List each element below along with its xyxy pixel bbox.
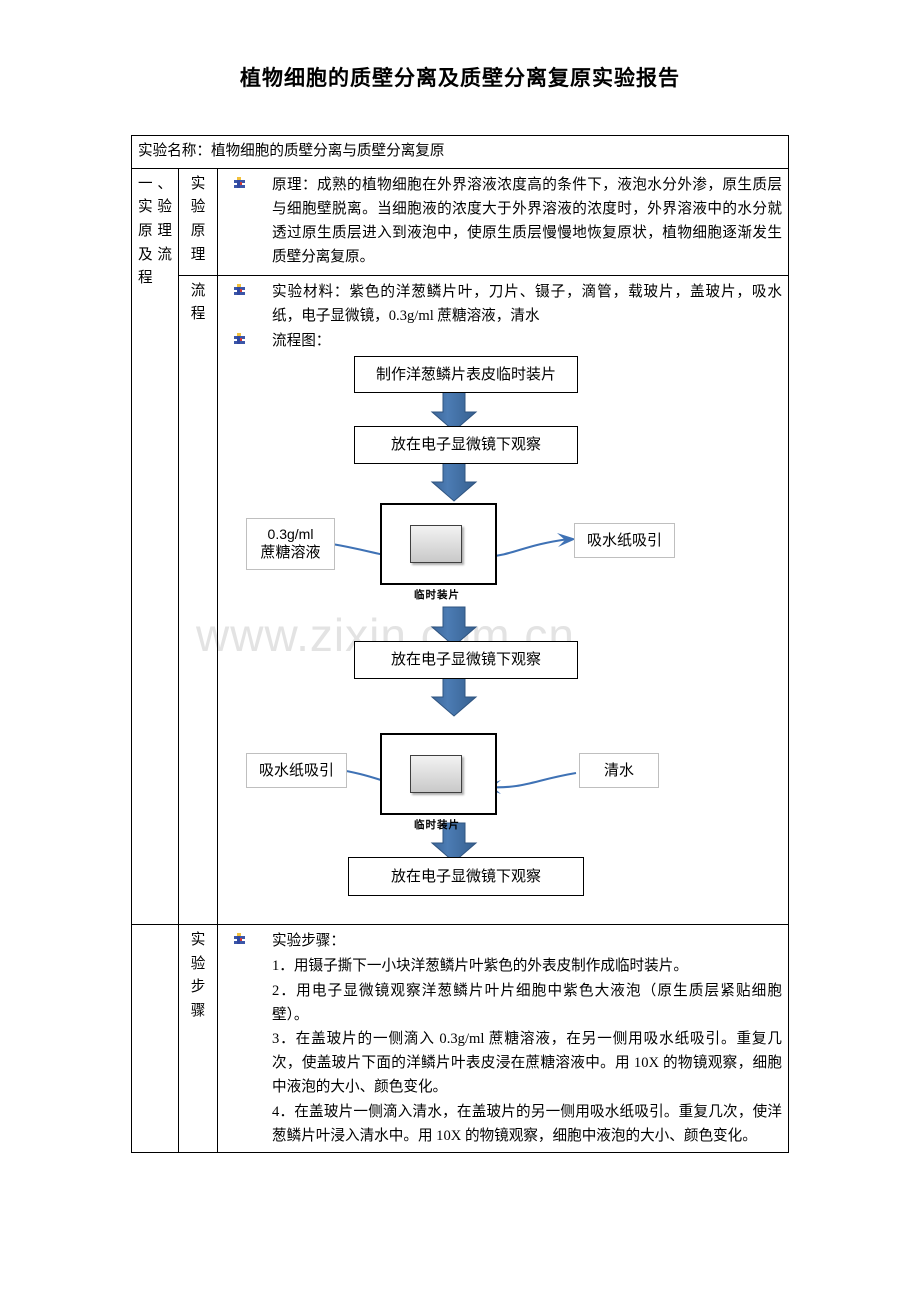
flowchart-bullet-row: 流程图： xyxy=(224,329,782,353)
materials-bullet-row: 实验材料：紫色的洋葱鳞片叶，刀片、镊子，滴管，载玻片，盖玻片，吸水纸，电子显微镜… xyxy=(224,280,782,328)
step-item: 2．用电子显微镜观察洋葱鳞片叶片细胞中紫色大液泡（原生质层紧贴细胞壁）。 xyxy=(272,982,782,1023)
bullet-marker-icon xyxy=(234,283,245,296)
flow-content-cell: 实验材料：紫色的洋葱鳞片叶，刀片、镊子，滴管，载玻片，盖玻片，吸水纸，电子显微镜… xyxy=(217,274,789,926)
flow-node-make-slide: 制作洋葱鳞片表皮临时装片 xyxy=(354,356,578,394)
slide-caption-2: 临时装片 xyxy=(414,820,460,832)
principle-text: 原理：成熟的植物细胞在外界溶液浓度高的条件下，液泡水分外渗，原生质层与细胞壁脱离… xyxy=(272,176,782,266)
sucrose-name: 蔗糖溶液 xyxy=(260,545,321,562)
bullet-marker-icon xyxy=(234,933,245,945)
down-arrow-4 xyxy=(430,676,478,717)
flowchart-label: 流程图： xyxy=(272,332,331,349)
table-row-experiment-name: 实验名称：植物细胞的质壁分离与质壁分离复原 xyxy=(131,135,789,169)
experiment-name-cell: 实验名称：植物细胞的质壁分离与质壁分离复原 xyxy=(131,135,789,169)
flowchart-diagram: 制作洋葱鳞片表皮临时装片 放在电子显微镜下观察 临时装片 0.3g/ml 蔗糖溶… xyxy=(224,355,782,920)
subsection-flow-label: 流程 xyxy=(178,274,218,926)
slide-caption-1: 临时装片 xyxy=(414,590,460,602)
steps-heading: 实验步骤： xyxy=(272,933,345,950)
flow-node-observe-1: 放在电子显微镜下观察 xyxy=(354,426,578,465)
absorb-paper-box-right: 吸水纸吸引 xyxy=(574,523,675,559)
sucrose-concentration: 0.3g/ml xyxy=(267,525,314,542)
subsection-principle-label: 实验原理 xyxy=(178,167,218,276)
subsection-steps-label: 实验步骤 xyxy=(178,924,218,1154)
down-arrow-2 xyxy=(430,461,478,502)
principle-bullet-row: 原理：成熟的植物细胞在外界溶液浓度高的条件下，液泡水分外渗，原生质层与细胞壁脱离… xyxy=(224,173,782,270)
report-table: 实验名称：植物细胞的质壁分离与质壁分离复原 一、实验原理及流程 实验原理 原理：… xyxy=(131,135,789,1154)
steps-bullet-row: 实验步骤： xyxy=(224,929,782,953)
principle-content-cell: 原理：成熟的植物细胞在外界溶液浓度高的条件下，液泡水分外渗，原生质层与细胞壁脱离… xyxy=(217,167,789,276)
coverslip-2 xyxy=(410,755,462,794)
step-item: 3．在盖玻片的一侧滴入 0.3g/ml 蔗糖溶液，在另一侧用吸水纸吸引。重复几次… xyxy=(272,1031,782,1096)
coverslip-1 xyxy=(410,525,462,564)
materials-text: 实验材料：紫色的洋葱鳞片叶，刀片、镊子，滴管，载玻片，盖玻片，吸水纸，电子显微镜… xyxy=(272,283,782,324)
step-item: 1．用镊子撕下一小块洋葱鳞片叶紫色的外表皮制作成临时装片。 xyxy=(272,958,688,975)
absorb-paper-box-left: 吸水纸吸引 xyxy=(246,753,347,789)
page-title: 植物细胞的质壁分离及质壁分离复原实验报告 xyxy=(240,66,680,90)
step-item: 4．在盖玻片一侧滴入清水，在盖玻片的另一侧用吸水纸吸引。重复几次，使洋葱鳞片叶浸… xyxy=(272,1103,782,1144)
table-row-principle: 一、实验原理及流程 实验原理 原理：成熟的植物细胞在外界溶液浓度高的条件下，液泡… xyxy=(131,167,789,926)
sucrose-solution-box: 0.3g/ml 蔗糖溶液 xyxy=(246,518,335,571)
down-arrow-1 xyxy=(430,391,478,432)
flow-node-observe-3: 放在电子显微镜下观察 xyxy=(348,857,584,897)
down-arrow-5 xyxy=(430,822,478,863)
bullet-marker-icon xyxy=(234,332,245,345)
table-row-flow: 流程 实验材料：紫色的洋葱鳞片叶，刀片、镊子，滴管，载玻片，盖玻片，吸水纸，电子… xyxy=(132,274,789,926)
section-label-cell: 一、实验原理及流程 xyxy=(131,167,179,926)
steps-content-cell: 实验步骤： 1．用镊子撕下一小块洋葱鳞片叶紫色的外表皮制作成临时装片。 2．用电… xyxy=(217,924,789,1154)
steps-spacer-cell xyxy=(131,924,179,1154)
flow-node-observe-2: 放在电子显微镜下观察 xyxy=(354,641,578,680)
down-arrow-3 xyxy=(430,606,478,647)
table-row-steps: 实验步骤 实验步骤： 1．用镊子撕下一小块洋葱鳞片叶紫色的外表皮制作成临时装片。… xyxy=(131,924,789,1154)
bullet-marker-icon xyxy=(234,176,245,189)
clear-water-box: 清水 xyxy=(579,753,659,789)
